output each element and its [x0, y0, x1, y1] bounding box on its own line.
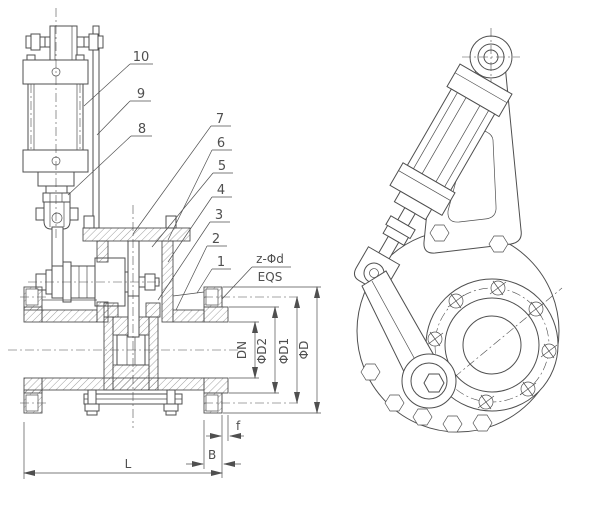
callout-8: 8 — [67, 122, 152, 196]
callout-2: 2 — [175, 232, 227, 311]
left-view-section: z-Φd EQS DN ΦD2 ΦD1 ΦD — [8, 8, 321, 479]
dim-bolt-holes: z-Φd — [256, 252, 284, 266]
dim-l: L — [125, 457, 132, 471]
callout-7-label: 7 — [216, 112, 224, 127]
body-hex-bolts — [360, 363, 493, 433]
callout-5-label: 5 — [218, 159, 226, 174]
callout-10: 10 — [83, 50, 153, 107]
bracket-bolt-left — [429, 224, 450, 242]
plug-and-seats — [103, 295, 161, 391]
callout-9: 9 — [96, 87, 151, 136]
bracket-bolt-right — [488, 235, 509, 253]
mounting-plate — [92, 25, 100, 229]
dim-eqs: EQS — [258, 270, 283, 284]
dim-dn: DN — [235, 341, 249, 359]
callout-8-label: 8 — [138, 122, 146, 137]
callout-10-label: 10 — [133, 50, 150, 65]
callout-6: 6 — [167, 136, 232, 241]
callout-5: 5 — [151, 159, 233, 248]
dim-b: B — [208, 448, 216, 462]
callout-2-label: 2 — [212, 232, 220, 247]
dim-f: f — [236, 419, 241, 433]
callout-3-label: 3 — [215, 208, 223, 223]
centerlines-left-view — [8, 8, 240, 428]
bolt-spec-label: z-Φd EQS — [221, 252, 291, 300]
drive-lever — [51, 226, 64, 272]
callouts: 10 9 8 7 6 — [67, 50, 233, 311]
dim-d: ΦD — [297, 341, 311, 360]
callout-1: 1 — [196, 255, 231, 294]
callout-4: 4 — [167, 183, 232, 263]
dim-d2: ΦD2 — [255, 338, 269, 364]
callout-9-label: 9 — [137, 87, 145, 102]
callout-3: 3 — [157, 208, 230, 301]
lever-arm — [361, 270, 457, 409]
callout-4-label: 4 — [217, 183, 225, 198]
cylinder-top-clevis — [25, 25, 104, 61]
lever-boss-bolt — [423, 373, 445, 393]
right-view — [353, 28, 563, 433]
dimensions: z-Φd EQS DN ΦD2 ΦD1 ΦD — [23, 252, 321, 479]
end-flange — [425, 278, 563, 412]
callout-6-label: 6 — [217, 136, 225, 151]
flange-bolt-holes — [426, 280, 558, 410]
rod-clevis — [35, 185, 79, 230]
pneumatic-cylinder — [22, 54, 89, 187]
callout-7: 7 — [132, 112, 231, 235]
callout-1-label: 1 — [217, 255, 225, 270]
dim-d1: ΦD1 — [277, 338, 291, 364]
